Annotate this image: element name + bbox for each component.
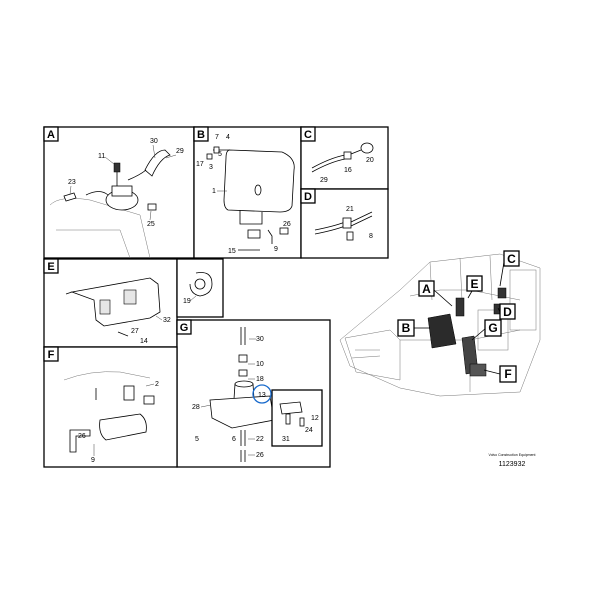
panel-d-label: D — [304, 191, 312, 203]
callout-g-13: 13 — [258, 392, 266, 399]
overview-label-b: B — [402, 321, 411, 335]
panel-e: E 32 27 14 — [43, 258, 178, 348]
callout-b-17: 17 — [196, 161, 204, 168]
callout-c-20: 20 — [366, 157, 374, 164]
overview-label-g: G — [488, 321, 497, 335]
callout-b-4: 4 — [226, 134, 230, 141]
callout-b-3: 3 — [209, 164, 213, 171]
panel-g: G 30 10 18 13 28 12 24 31 5 22 6 — [176, 319, 331, 468]
panel-a-label: A — [47, 129, 55, 141]
callout-b-1: 1 — [212, 188, 216, 195]
panel-f-pipe — [69, 429, 91, 453]
callout-a-23: 23 — [68, 179, 76, 186]
panel-f-tank — [99, 413, 147, 441]
callout-a-30: 30 — [150, 138, 158, 145]
panel-f-label: F — [48, 349, 55, 361]
panel-g-bracket — [209, 395, 275, 429]
callout-f-9: 9 — [91, 457, 95, 464]
callout-c-16: 16 — [344, 167, 352, 174]
panel-clamp: 19 — [176, 258, 224, 318]
callout-e-14: 14 — [140, 338, 148, 345]
overview-label-d: D — [503, 305, 512, 319]
overview-label-c: C — [507, 252, 516, 266]
callout-f-26: 26 — [78, 433, 86, 440]
callout-e-27: 27 — [131, 328, 139, 335]
overview-label-a: A — [422, 282, 431, 296]
callout-g-6: 6 — [232, 436, 236, 443]
callout-g-12: 12 — [311, 415, 319, 422]
overview-tank-b — [427, 313, 457, 349]
panel-a-plug — [113, 162, 121, 173]
callout-b-9: 9 — [274, 246, 278, 253]
panel-a: A 30 29 11 23 25 — [43, 126, 195, 259]
callout-d-8: 8 — [369, 233, 373, 240]
callout-b-15: 15 — [228, 248, 236, 255]
panel-c-sensor — [360, 142, 374, 154]
overview-label-f: F — [504, 367, 511, 381]
panel-a-tag-box — [43, 126, 59, 142]
callout-g-31: 31 — [282, 436, 290, 443]
machine-overview: A B C D E F G — [339, 250, 541, 397]
callout-g-18: 18 — [256, 376, 264, 383]
panel-f-frame — [43, 346, 178, 468]
callout-b-5: 5 — [218, 151, 222, 158]
footer-small-text: Volvo Construction Equipment — [489, 453, 536, 457]
panel-f: F 2 26 9 — [43, 346, 178, 468]
panel-b-tank — [223, 149, 295, 213]
callout-e-32: 32 — [163, 317, 171, 324]
panel-d-switch — [342, 217, 352, 229]
callout-a-25: 25 — [147, 221, 155, 228]
panel-g-label: G — [180, 322, 189, 334]
panel-b: B 7 4 17 3 5 1 26 9 15 — [193, 126, 302, 259]
callout-a-29: 29 — [176, 148, 184, 155]
callout-g-24: 24 — [305, 427, 313, 434]
callout-g-10: 10 — [256, 361, 264, 368]
panel-a-hose — [144, 149, 171, 177]
callout-g-26: 26 — [256, 452, 264, 459]
drawing-number: 1123932 — [499, 461, 526, 468]
callout-a-11: 11 — [98, 153, 105, 160]
callout-g-28: 28 — [192, 404, 200, 411]
panel-e-bracket — [70, 277, 161, 327]
panel-c-label: C — [304, 129, 312, 141]
callout-g-22: 22 — [256, 436, 264, 443]
callout-c-29: 29 — [320, 177, 328, 184]
panel-b-label: B — [197, 129, 205, 141]
machine-outline — [339, 253, 541, 397]
callout-d-21: 21 — [346, 206, 354, 213]
panel-c: C 20 29 16 — [300, 126, 389, 190]
callout-b-26: 26 — [283, 221, 291, 228]
callout-g-5: 5 — [195, 436, 199, 443]
panel-e-label: E — [47, 261, 54, 273]
callout-h-19: 19 — [183, 298, 191, 305]
panel-d: D 21 8 — [300, 188, 389, 259]
panel-g-inset — [271, 389, 323, 447]
callout-highlight-ring — [252, 384, 272, 404]
overview-label-e: E — [470, 277, 478, 291]
callout-f-2: 2 — [155, 381, 159, 388]
callout-g-30: 30 — [256, 336, 264, 343]
callout-b-7: 7 — [215, 134, 219, 141]
